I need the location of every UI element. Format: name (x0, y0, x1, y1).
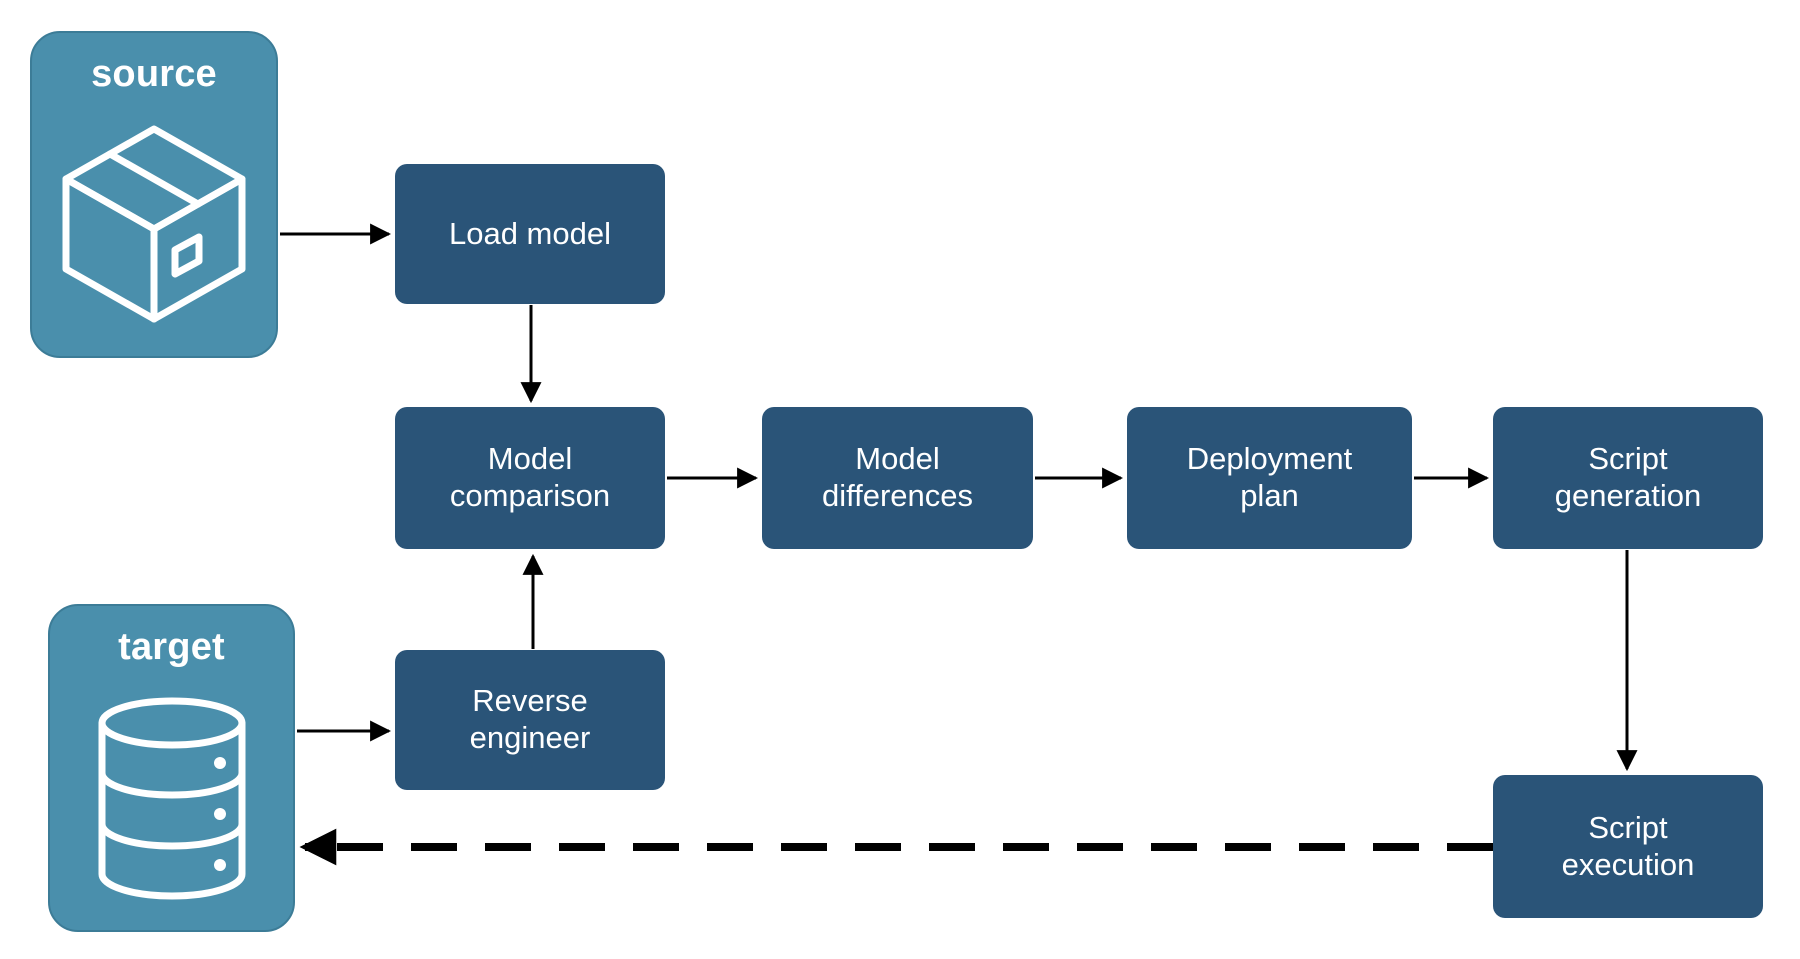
process-load-model[interactable]: Load model (395, 164, 665, 304)
process-load-model-label: Load model (448, 215, 611, 251)
node-source[interactable]: source (30, 31, 278, 358)
node-target[interactable]: target (48, 604, 295, 932)
node-target-label: target (118, 626, 225, 668)
database-cylinder-icon (50, 666, 293, 930)
node-source-label: source (91, 53, 217, 95)
package-box-icon (32, 93, 276, 356)
